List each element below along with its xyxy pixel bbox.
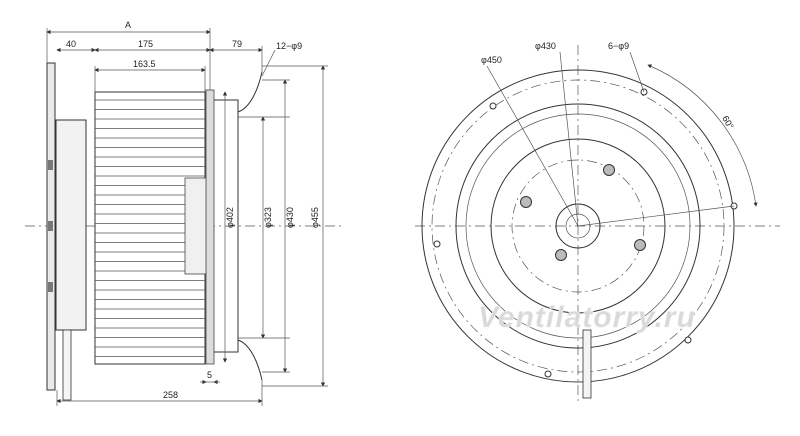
front-cable (582, 329, 592, 399)
side-dimensions (46, 28, 328, 406)
dim-430-label: φ430 (285, 207, 295, 228)
angle-arc (647, 64, 758, 207)
mount-hole-4 (433, 240, 441, 248)
motor-body (55, 119, 87, 331)
angle-ray (577, 205, 735, 227)
mount-hole-1 (489, 102, 497, 110)
dim-front-bolt-label: 6−φ9 (608, 41, 629, 51)
bolt-circle (431, 79, 725, 373)
angle-label: 60° (720, 114, 736, 131)
hub (555, 203, 601, 249)
motor-bolt-2 (634, 239, 646, 251)
dim-430-label-front: φ430 (535, 41, 556, 51)
motor-bolt-1 (603, 164, 615, 176)
dim-side-bolt-label: 12−φ9 (276, 41, 302, 51)
mount-bolt-middle (48, 221, 53, 231)
inner-ring (465, 113, 691, 339)
motor-plate (490, 138, 666, 314)
outer-ring (421, 69, 735, 383)
leader-450 (486, 65, 579, 227)
inlet-curve (237, 71, 263, 381)
front-view: φ450 φ430 6−φ9 60° (415, 41, 780, 405)
dim-79-label: 79 (232, 39, 242, 49)
motor-bolt-3 (555, 249, 567, 261)
dim-450-label: φ450 (481, 55, 502, 65)
mount-bolt-bottom (48, 282, 53, 292)
leader-430 (559, 51, 579, 227)
motor-bolt-4 (520, 196, 532, 208)
dim-5-label: 5 (207, 370, 212, 380)
dim-258-label: 258 (163, 390, 178, 400)
shaft (565, 213, 591, 239)
cable (62, 329, 72, 401)
leader-bolt (629, 51, 645, 93)
shroud-ring (205, 89, 215, 365)
dim-455-label: φ455 (310, 207, 320, 228)
inlet-lip (214, 99, 239, 353)
dim-175-label: 175 (138, 39, 153, 49)
inner-hub (184, 177, 208, 275)
watermark: Ventilatorry.ru (478, 301, 696, 334)
dim-402-label: φ402 (225, 207, 235, 228)
mount-hole-5 (684, 336, 692, 344)
mount-bolt-top (48, 160, 53, 170)
motor-bolt-circle (511, 159, 645, 293)
dim-a-label: A (125, 20, 131, 30)
inlet-ring (455, 103, 701, 349)
dim-40-label: 40 (66, 39, 76, 49)
side-view: A 40 175 79 12−φ9 163.5 φ402 φ323 φ430 φ… (25, 20, 345, 406)
mount-hole-6 (544, 370, 552, 378)
dim-163-5-label: 163.5 (133, 59, 156, 69)
dim-323-label: φ323 (263, 207, 273, 228)
